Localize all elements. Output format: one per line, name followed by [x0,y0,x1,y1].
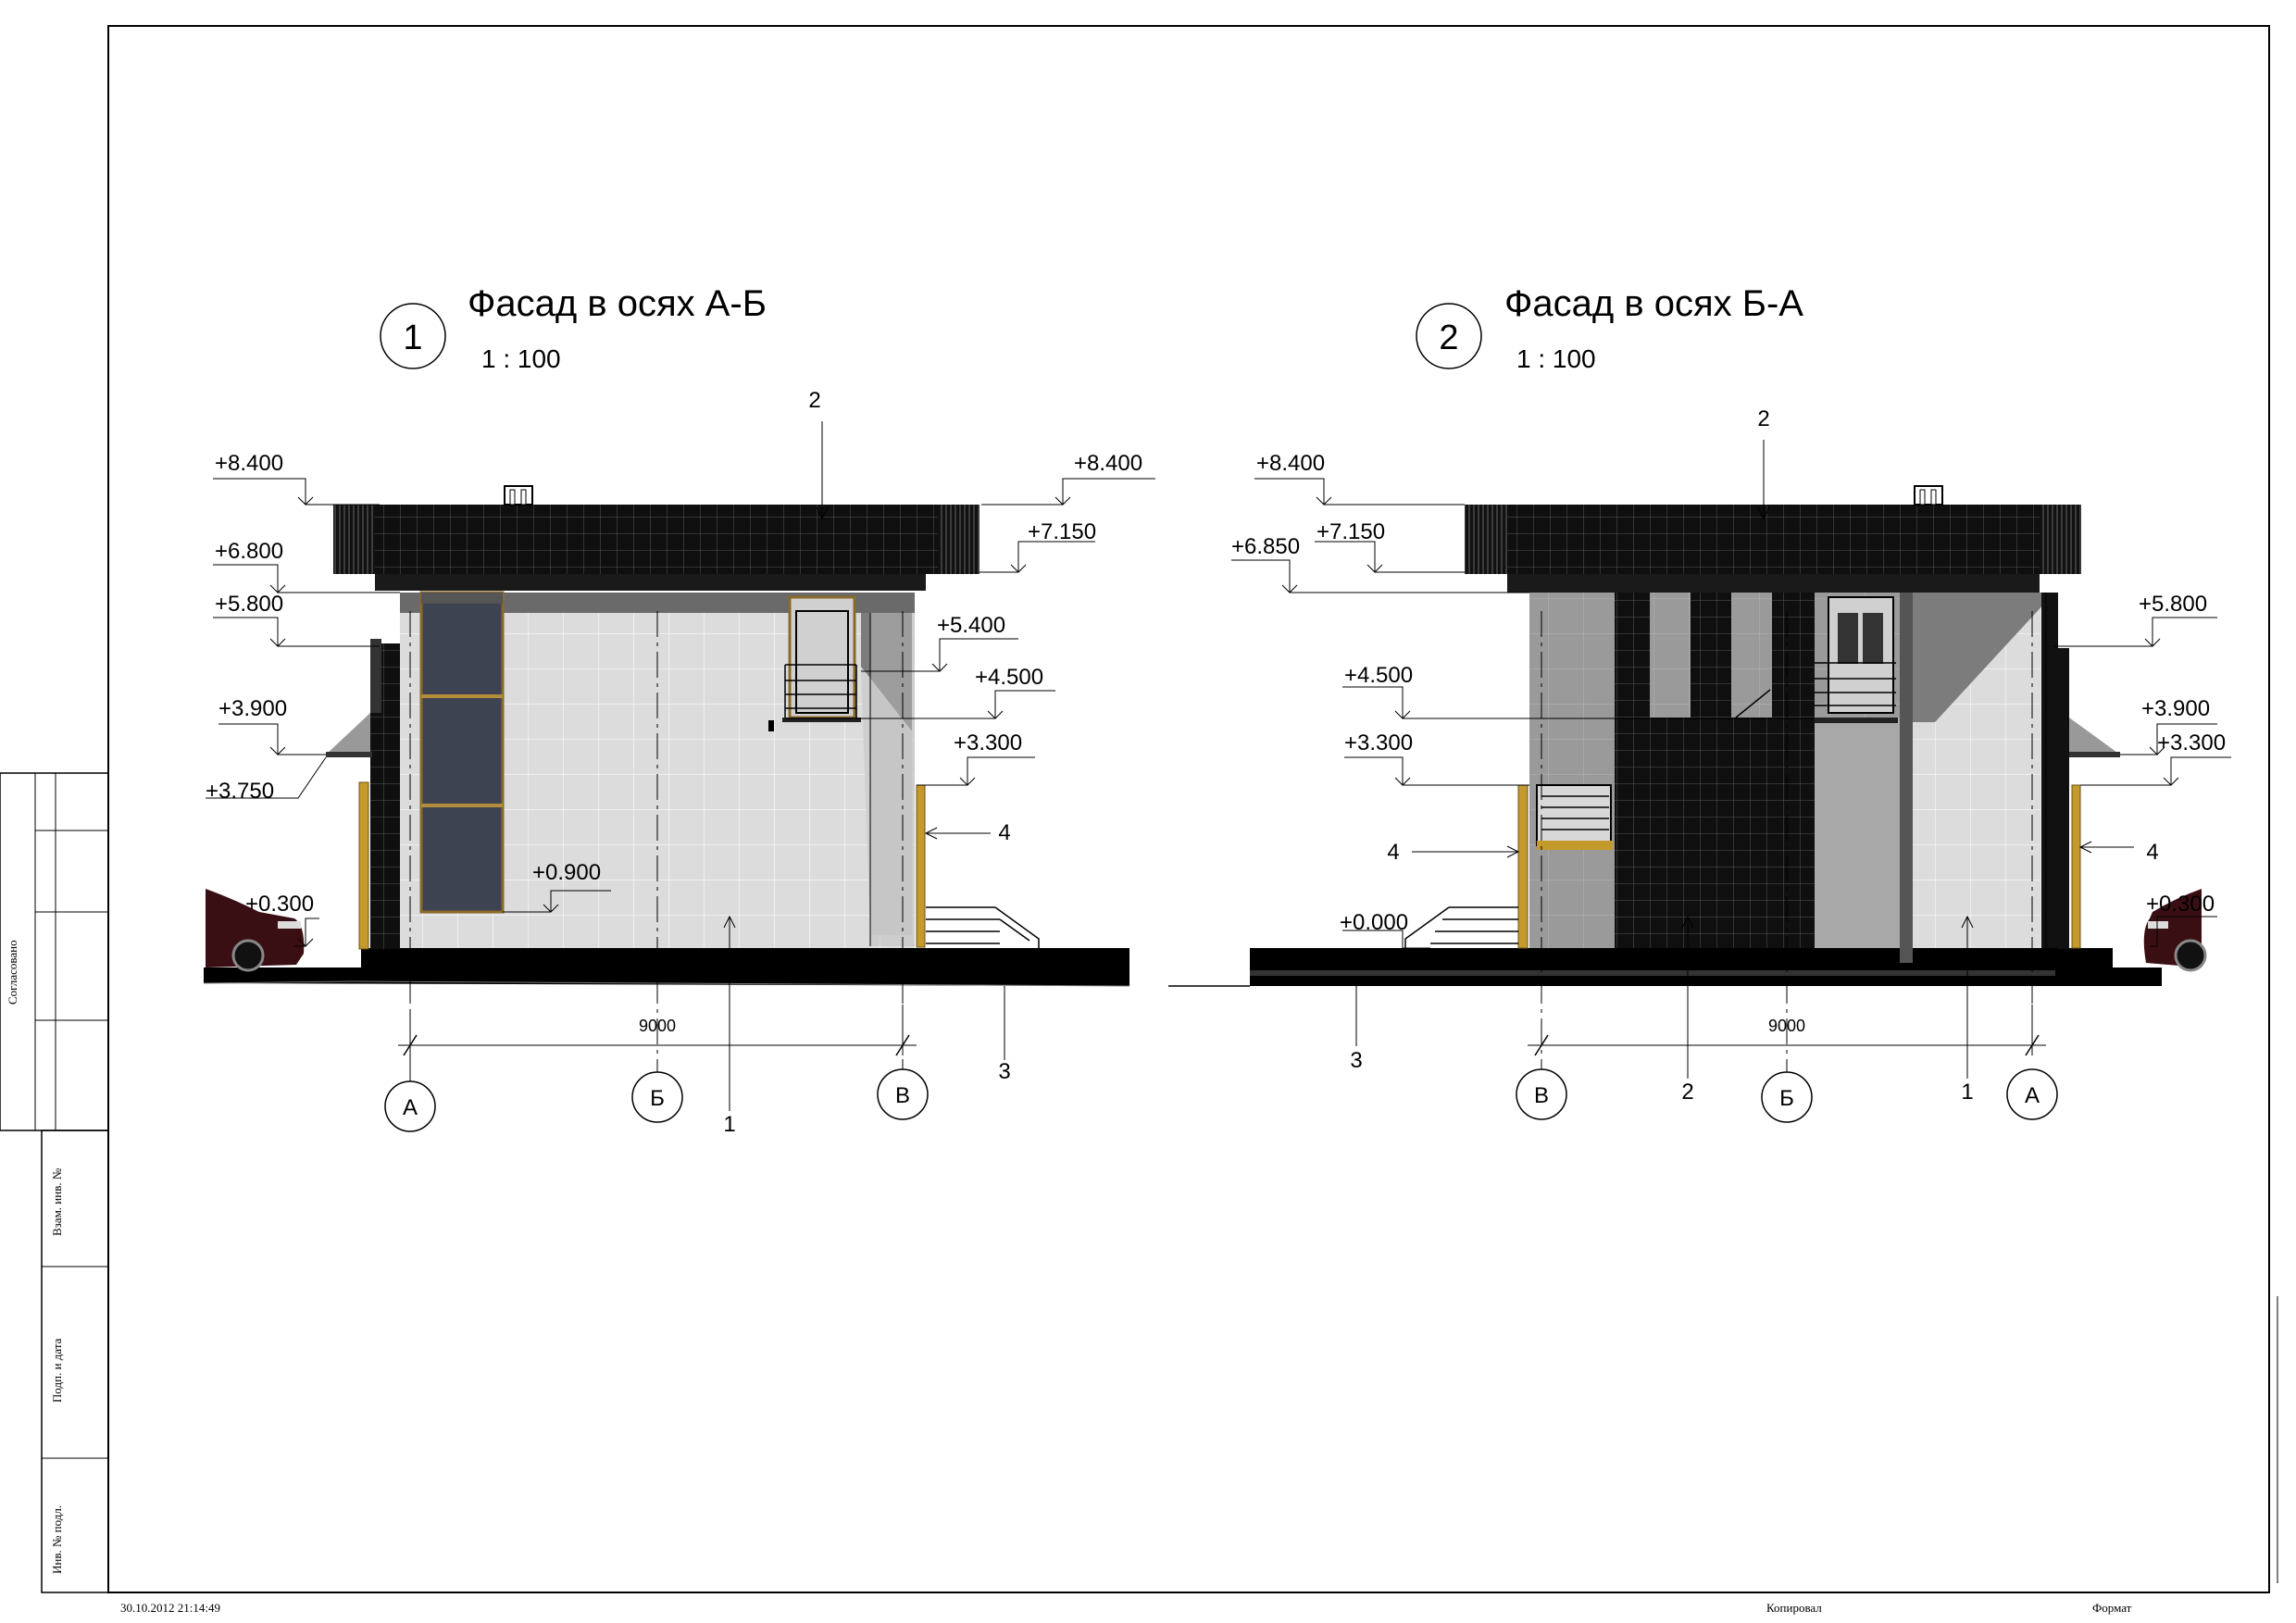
left-stamp: Согласовано Взам. инв. № Подп. и дата Ин… [0,772,109,1593]
view-1-level: +3.750 [206,779,274,804]
view-1-ground [204,948,1129,986]
stamp-inventory: Инв. № подл. [50,1505,64,1574]
view-1-level: +4.500 [975,665,1043,690]
view-2-axis-label: А [2025,1083,2040,1108]
view-1-roof [375,505,938,574]
view-1-callout: 2 [808,388,820,413]
view-2-callout: 1 [1961,1080,1973,1105]
view-2-level: +6.850 [1231,534,1300,559]
view-2-callout: 3 [1350,1048,1362,1073]
view-2: 2 Фасад в осях Б-А 1 : 100 [1168,283,2231,1123]
view-2-dimension: 9000 [1528,1005,2046,1056]
view-1-scale: 1 : 100 [481,344,561,373]
view-2-roof [1507,505,2040,574]
view-1-car [206,889,305,972]
view-1-balcony-door [788,595,856,719]
view-2-dimension-value: 9000 [1768,1017,1805,1035]
view-2-level: +5.800 [2139,592,2207,617]
stamp-signature: Подп. и дата [50,1338,64,1403]
view-1: 1 Фасад в осях А-Б 1 : 100 [203,283,1155,1137]
view-1-canopy [326,713,370,755]
view-2-number: 2 [1439,318,1458,357]
view-2-callouts: 2 4 4 3 2 1 [1350,406,2158,1105]
view-2-balcony-railing [1815,662,1898,723]
footer-copied: Копировал [1766,1601,1822,1615]
view-1-callout: 1 [723,1112,735,1137]
view-2-wall-grey-left [1529,593,1615,948]
view-1-roof-side-left [333,505,378,574]
view-1-axes: А Б В [384,1055,929,1132]
view-2-number-circle [1416,303,1482,369]
view-2-callout: 4 [1387,840,1399,865]
view-2-level: +0.300 [2146,892,2215,917]
view-2-ground [1250,948,2162,986]
view-1-level: +0.300 [245,892,314,917]
footer: 30.10.2012 21:14:49 Копировал Формат [120,1601,2132,1615]
view-2-trim-right [2071,784,2081,949]
view-2-axes: В Б А [1516,1068,2058,1123]
view-1-dimension: 9000 [398,1005,917,1056]
view-1-level-marks: +8.400 +8.400 +7.150 +6.800 +5.800 +5.40… [206,451,1155,947]
view-2-canopy [2063,713,2120,755]
view-1-level: +0.900 [532,860,601,885]
view-2-roof-side-right [2037,505,2081,574]
view-2-stairs [1404,906,1518,948]
view-2-lower-window [1536,784,1612,846]
view-2-callout: 4 [2146,840,2158,865]
view-1-level: +8.400 [215,451,283,476]
view-1-stairs [926,906,1040,948]
view-1-number: 1 [403,318,422,357]
view-2-axis-label: Б [1779,1086,1794,1111]
view-2-level: +8.400 [1256,451,1325,476]
view-2-level: +0.000 [1340,910,1408,935]
view-2-callout: 2 [1681,1080,1693,1105]
view-1-trim-right [916,784,926,948]
view-2-level: +3.300 [1344,730,1413,755]
view-1-callout: 3 [998,1059,1010,1084]
view-1-callouts: 2 4 3 1 [723,388,1010,1137]
view-1-level: +3.300 [954,730,1022,755]
view-2-level: +7.150 [1316,519,1385,544]
view-1-title: Фасад в осях А-Б [468,283,767,324]
view-1-level: +5.800 [215,592,283,617]
view-2-car [2143,889,2207,972]
view-1-level: +8.400 [1074,451,1142,476]
view-1-balcony-railing [782,664,861,722]
view-1-axis-label: Б [650,1086,665,1111]
view-1-axis-label: В [895,1083,910,1108]
view-2-axis-label: В [1534,1083,1549,1108]
view-1-trim-left [358,781,369,950]
view-2-scale: 1 : 100 [1516,344,1596,373]
view-1-level: +5.400 [937,613,1005,638]
view-1-axis-label: А [403,1095,418,1120]
view-1-level: +3.900 [218,696,287,721]
stamp-agreed: Согласовано [6,940,19,1005]
view-2-roof-side-left [1465,505,1509,574]
view-2-callout: 2 [1757,406,1769,431]
footer-format: Формат [2092,1601,2132,1615]
view-2-title: Фасад в осях Б-А [1504,283,1803,324]
view-1-tall-window [419,591,505,914]
view-1-callout: 4 [998,820,1010,845]
view-2-level-marks: +8.400 +7.150 +6.850 +5.800 +4.500 +3.90… [1231,451,2231,949]
view-1-level: +7.150 [1028,519,1096,544]
stamp-replaced: Взам. инв. № [50,1168,64,1236]
view-2-level: +3.300 [2157,730,2226,755]
view-2-trim-left [1517,784,1529,949]
view-2-level: +3.900 [2141,696,2210,721]
view-1-level: +6.800 [215,539,283,564]
view-2-wall-dark [1615,593,1815,948]
view-1-number-circle [380,303,446,369]
view-1-dimension-value: 9000 [639,1017,676,1035]
view-2-level: +4.500 [1344,663,1413,688]
footer-timestamp: 30.10.2012 21:14:49 [120,1601,220,1615]
view-1-roof-side-right [935,505,980,574]
